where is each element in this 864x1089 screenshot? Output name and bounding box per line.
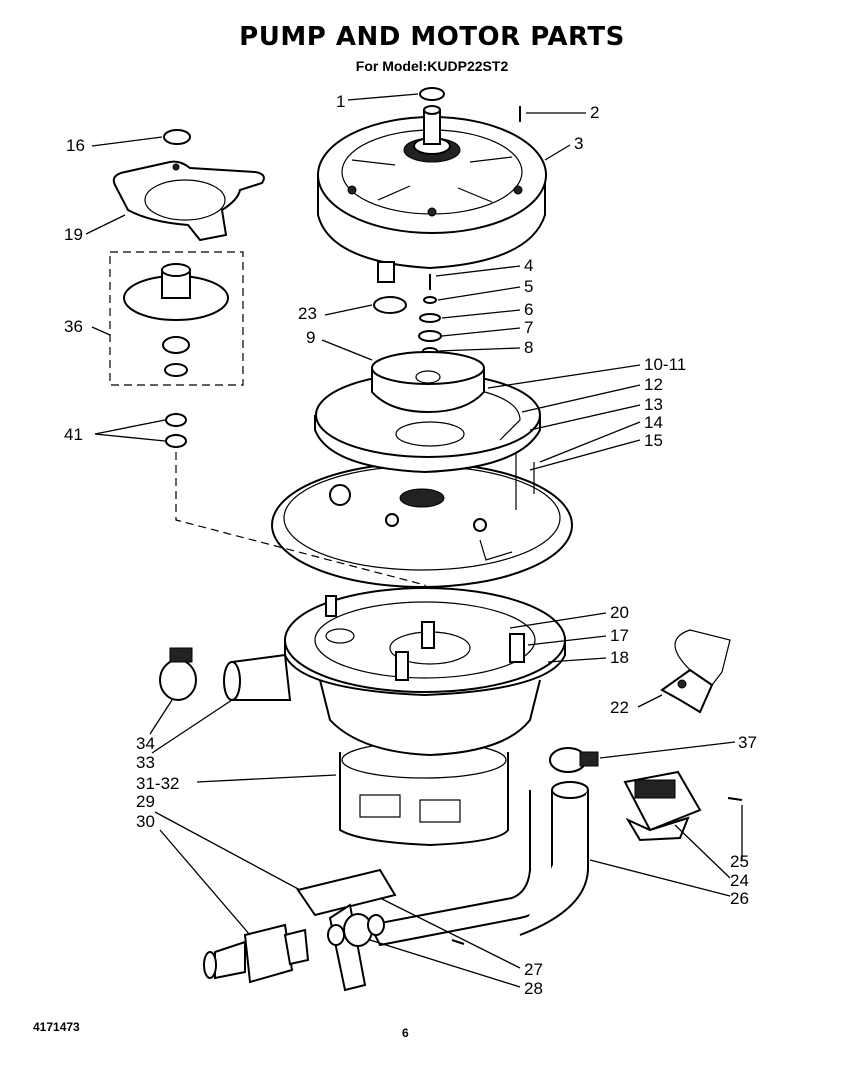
callout-1: 1 xyxy=(336,92,345,111)
callout-27: 27 xyxy=(524,960,543,979)
callout-24: 24 xyxy=(730,871,749,890)
callout-17: 17 xyxy=(610,626,629,645)
callout-13: 13 xyxy=(644,395,663,414)
clamp-part-37 xyxy=(549,747,599,773)
callout-19: 19 xyxy=(64,225,83,244)
motor-assembly xyxy=(317,105,547,283)
callout-15: 15 xyxy=(644,431,663,450)
callout-3: 3 xyxy=(574,134,583,153)
callout-7: 7 xyxy=(524,318,533,337)
callout-16: 16 xyxy=(66,136,85,155)
switch-part-24 xyxy=(623,770,743,842)
callout-30: 30 xyxy=(136,812,155,831)
page-title: PUMP AND MOTOR PARTS xyxy=(239,22,625,52)
callout-14: 14 xyxy=(644,413,663,432)
model-subtitle: For Model:KUDP22ST2 xyxy=(355,58,509,74)
pump-housing xyxy=(223,587,566,847)
left-seal-parts xyxy=(109,129,426,625)
callout-34: 34 xyxy=(136,734,155,753)
seal-part-23 xyxy=(373,296,407,314)
callout-37: 37 xyxy=(738,733,757,752)
callout-10-11: 10-11 xyxy=(644,355,686,374)
callout-29: 29 xyxy=(136,792,155,811)
callout-26: 26 xyxy=(730,889,749,908)
callout-9: 9 xyxy=(306,328,315,347)
callout-5: 5 xyxy=(524,277,533,296)
callout-25: 25 xyxy=(730,852,749,871)
callout-4: 4 xyxy=(524,256,533,275)
callout-36: 36 xyxy=(64,317,83,336)
impeller-and-plates xyxy=(271,351,573,588)
callout-23: 23 xyxy=(298,304,317,323)
document-number: 4171473 xyxy=(33,1020,80,1034)
callout-28: 28 xyxy=(524,979,543,998)
callout-2: 2 xyxy=(590,103,599,122)
inlet-fittings xyxy=(203,868,465,992)
callout-18: 18 xyxy=(610,648,629,667)
callout-8: 8 xyxy=(524,338,533,357)
hose-part-26 xyxy=(368,781,589,947)
clamp-part-34 xyxy=(159,647,197,701)
callout-labels: 1 2 3 4 5 6 7 8 9 10-11 12 13 14 15 16 1… xyxy=(64,92,757,998)
bracket-part-22 xyxy=(660,629,731,714)
callout-6: 6 xyxy=(524,300,533,319)
washer-part-1 xyxy=(419,87,445,101)
leader-lines xyxy=(85,93,743,988)
callout-22: 22 xyxy=(610,698,629,717)
callout-33: 33 xyxy=(136,753,155,772)
page-number: 6 xyxy=(402,1026,409,1040)
callout-12: 12 xyxy=(644,375,663,394)
small-fasteners xyxy=(418,274,442,355)
callout-20: 20 xyxy=(610,603,629,622)
callout-41: 41 xyxy=(64,425,83,444)
callout-31-32: 31-32 xyxy=(136,774,179,793)
